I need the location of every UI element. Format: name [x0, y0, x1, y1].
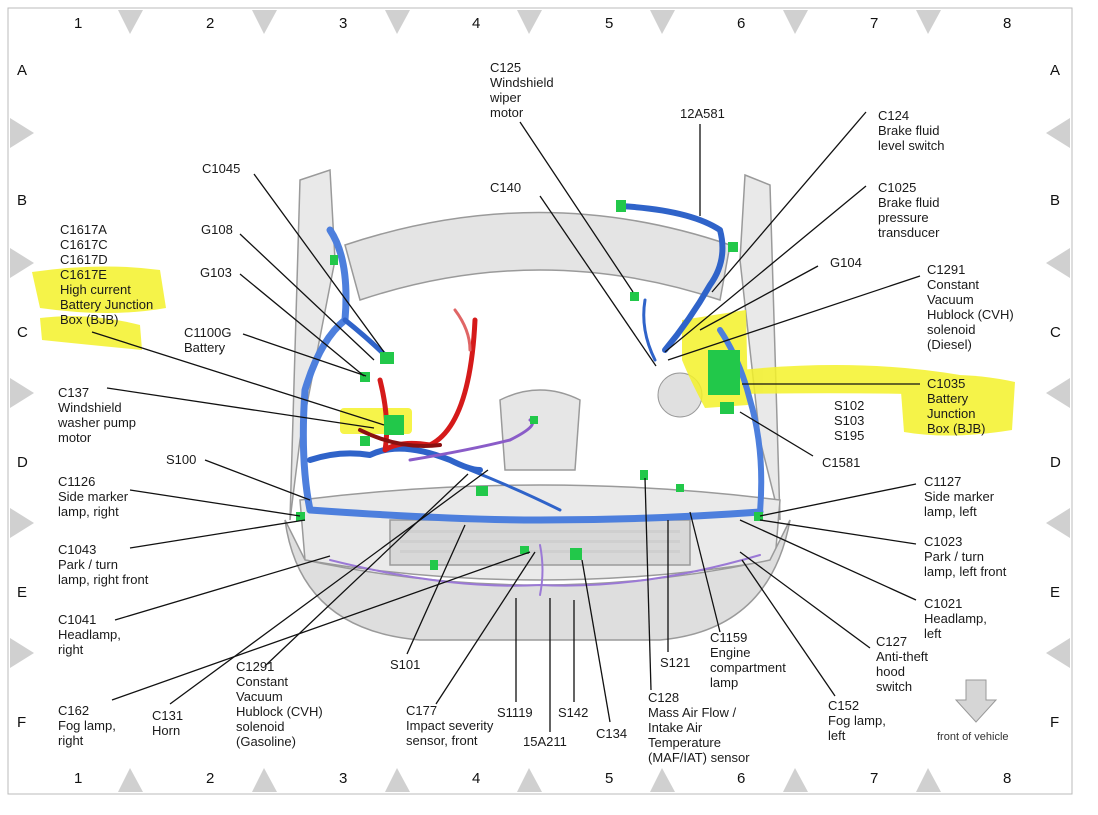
grid-row-a-right: A	[1050, 62, 1061, 79]
label-c125-wiper-motor: C125 Windshield wiper motor	[490, 60, 554, 120]
grid-col-4-bottom: 4	[472, 770, 481, 787]
label-c1025-brake-pressure: C1025 Brake fluid pressure transducer	[878, 180, 940, 240]
highlight-marks	[32, 266, 1015, 436]
grid-col-6-bottom: 6	[737, 770, 746, 787]
label-c177-impact-sensor: C177 Impact severity sensor, front	[406, 703, 494, 748]
grid-col-2-top: 2	[206, 15, 215, 32]
label-c1035-bjb: C1035 Battery Junction Box (BJB)	[927, 376, 986, 436]
grid-col-5-top: 5	[605, 15, 614, 32]
label-c1159-engine-lamp: C1159 Engine compartment lamp	[710, 630, 786, 690]
label-s102-s103-s195: S102 S103 S195	[834, 398, 865, 443]
grid-arrows	[10, 10, 1070, 792]
grille-slats	[400, 530, 680, 553]
label-c137-washer-pump: C137 Windshield washer pump motor	[58, 385, 137, 445]
label-c1126-side-marker-right: C1126 Side marker lamp, right	[58, 474, 129, 519]
grid-row-e-left: E	[17, 584, 28, 601]
label-c1045: C1045	[202, 161, 241, 176]
label-c1023-park-turn-left: C1023 Park / turn lamp, left front	[924, 534, 1007, 579]
grid-col-8-top: 8	[1003, 15, 1012, 32]
grid-row-f-right: F	[1050, 714, 1060, 731]
label-c128-maf-iat: C128 Mass Air Flow / Intake Air Temperat…	[648, 690, 750, 765]
label-c1043-park-turn-right: C1043 Park / turn lamp, right front	[58, 542, 149, 587]
grid-col-6-top: 6	[737, 15, 746, 32]
grid-col-8-bottom: 8	[1003, 770, 1012, 787]
grid-row-e-right: E	[1050, 584, 1061, 601]
grid-row-b-left: B	[17, 192, 28, 209]
label-s1119: S1119	[497, 705, 533, 720]
label-c1021-headlamp-left: C1021 Headlamp, left	[924, 596, 987, 641]
label-c1291-diesel: C1291 Constant Vacuum Hublock (CVH) sole…	[927, 262, 1014, 352]
leader-lines	[91, 111, 921, 732]
label-c152-fog-left: C152 Fog lamp, left	[828, 698, 886, 743]
label-c1617-high-current-bjb: C1617A C1617C C1617D C1617E High current…	[60, 222, 154, 327]
label-c1041-headlamp-right: C1041 Headlamp, right	[58, 612, 121, 657]
grid-col-1-top: 1	[74, 15, 83, 32]
label-c1581: C1581	[822, 455, 861, 470]
label-c1291-gasoline: C1291 Constant Vacuum Hublock (CVH) sole…	[236, 659, 323, 749]
label-g108: G108	[201, 222, 233, 237]
label-c124-brake-fluid-level: C124 Brake fluid level switch	[878, 108, 945, 153]
label-c134: C134	[596, 726, 628, 741]
label-front-of-vehicle: front of vehicle	[937, 731, 1009, 743]
grid-col-4-top: 4	[472, 15, 481, 32]
grid-row-f-left: F	[17, 714, 27, 731]
label-s142: S142	[558, 705, 589, 720]
frame-border	[7, 7, 1073, 795]
grid-col-1-bottom: 1	[74, 770, 83, 787]
label-c127-hood-switch: C127 Anti-theft hood switch	[876, 634, 929, 694]
label-c1100g-battery: C1100G Battery	[184, 325, 232, 355]
label-15a211: 15A211	[523, 734, 567, 749]
grid-col-7-top: 7	[870, 15, 879, 32]
connectors	[296, 200, 763, 570]
grid-col-3-top: 3	[339, 15, 348, 32]
grid-col-2-bottom: 2	[206, 770, 215, 787]
label-12a581: 12A581	[680, 106, 725, 121]
grid-col-7-bottom: 7	[870, 770, 879, 787]
grid-row-d-right: D	[1050, 454, 1061, 471]
grid-col-5-bottom: 5	[605, 770, 614, 787]
grid-row-c-left: C	[17, 324, 28, 341]
label-g103: G103	[200, 265, 232, 280]
grid-row-b-right: B	[1050, 192, 1061, 209]
front-arrow-icon	[954, 679, 998, 723]
label-g104: G104	[830, 255, 862, 270]
label-c162-fog-right: C162 Fog lamp, right	[58, 703, 116, 748]
label-c1127-side-marker-left: C1127 Side marker lamp, left	[924, 474, 995, 519]
grid-row-a-left: A	[17, 62, 28, 79]
grid-col-3-bottom: 3	[339, 770, 348, 787]
grid-row-d-left: D	[17, 454, 28, 471]
label-s101: S101	[390, 657, 421, 672]
grid-row-c-right: C	[1050, 324, 1061, 341]
label-s121: S121	[660, 655, 691, 670]
label-c131-horn: C131 Horn	[152, 708, 184, 738]
wiring-harnesses	[299, 203, 765, 596]
label-c140: C140	[490, 180, 522, 195]
label-s100: S100	[166, 452, 197, 467]
